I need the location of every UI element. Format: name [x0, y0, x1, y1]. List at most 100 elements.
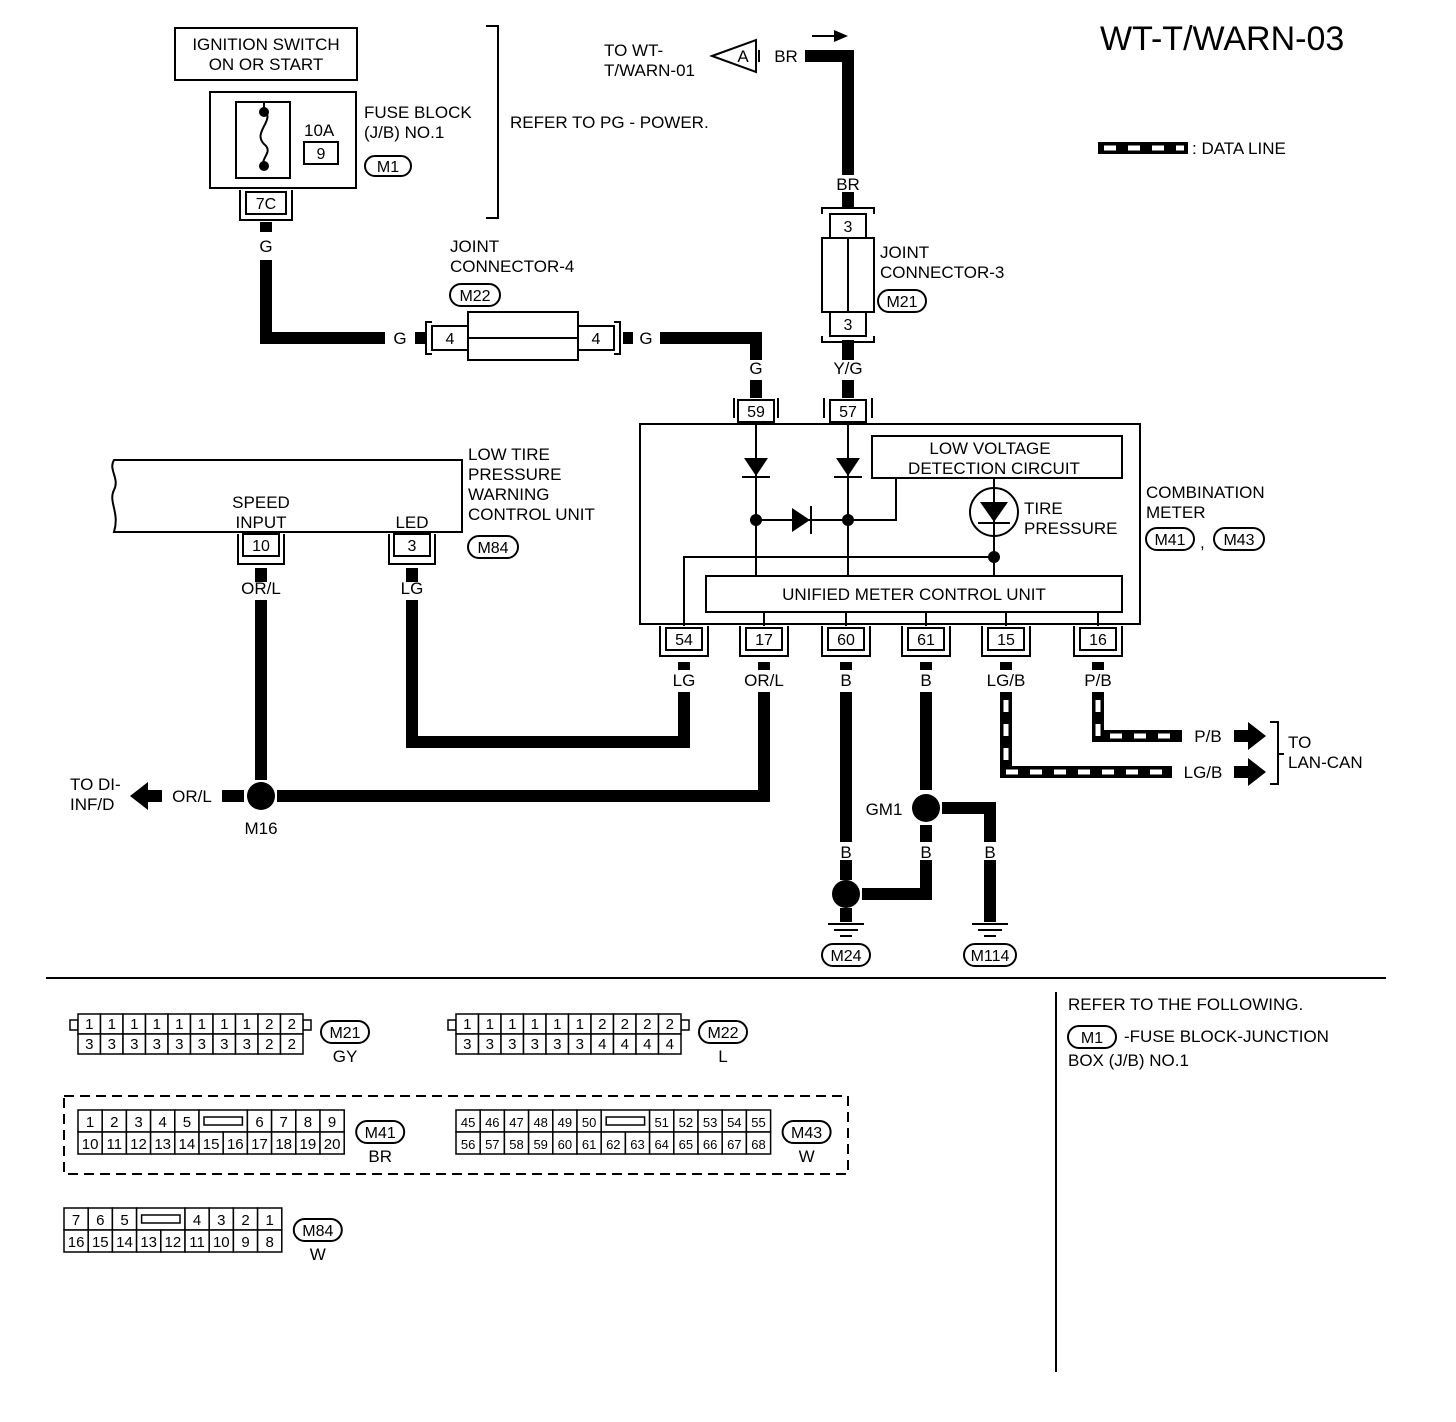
connector-pin-number: 3	[198, 1036, 206, 1053]
connector-pin-number: 1	[486, 1016, 494, 1033]
wire-lg-led: LG	[401, 579, 424, 598]
wire-g-59: G	[749, 359, 762, 378]
fuse-number: 9	[317, 146, 326, 163]
connector-pin-number: 1	[463, 1016, 471, 1033]
wire-b-60: B	[840, 671, 851, 690]
connector-pin-number: 68	[751, 1137, 765, 1152]
connector-pin-number: 1	[198, 1016, 206, 1033]
wire-pb-16: P/B	[1084, 671, 1111, 690]
connector-pin-number: 52	[679, 1115, 693, 1130]
connector-pin-number: 15	[203, 1136, 220, 1153]
connector-pin-number: 4	[159, 1114, 167, 1131]
connector-pin-number: 1	[175, 1016, 183, 1033]
connector-name-badge	[698, 1020, 748, 1044]
connector-pin-number: 17	[251, 1136, 268, 1153]
connector-pin-number: 8	[304, 1114, 312, 1131]
connector-pin-number: 4	[643, 1036, 651, 1053]
wire-g-fuse: G	[259, 237, 272, 256]
fuse-block-label1: FUSE BLOCK	[364, 103, 472, 122]
joint3-pin-top: 3	[844, 219, 853, 236]
connector-name-badge	[320, 1020, 370, 1044]
connector-pin-number: 2	[643, 1016, 651, 1033]
connector-pin-number: 11	[189, 1234, 205, 1251]
connector-cell	[256, 1229, 283, 1253]
connector-pin-number: 4	[621, 1036, 629, 1053]
to-warn01-line1: TO WT-	[604, 41, 663, 60]
connector-pin-number: 64	[654, 1137, 668, 1152]
connector-pin-number: 1	[266, 1212, 274, 1229]
connector-pin-number: 1	[576, 1016, 584, 1033]
connector-pin-number: 1	[508, 1016, 516, 1033]
connector-pin-number: 4	[193, 1212, 201, 1229]
meter-pin-17: 17	[755, 632, 773, 649]
wire-orl-di: OR/L	[172, 787, 212, 806]
connector-color: W	[799, 1147, 815, 1166]
connector-pin-number: 63	[630, 1137, 644, 1152]
connector-pin-number: 12	[165, 1234, 182, 1251]
wire-b-61: B	[920, 671, 931, 690]
connector-pin-number: 2	[288, 1036, 296, 1053]
joint3-conn: M21	[886, 294, 917, 311]
connector-pin-number: 3	[553, 1036, 561, 1053]
joint4-pin-right: 4	[592, 331, 601, 348]
meter-pin-16: 16	[1089, 632, 1107, 649]
wire-yg-57: Y/G	[833, 359, 862, 378]
connector-pin-number: 2	[241, 1212, 249, 1229]
connector-pin-number: 6	[255, 1114, 263, 1131]
joint3-line1: JOINT	[880, 243, 929, 262]
connector-pin-number: 65	[679, 1137, 693, 1152]
meter-pin-54: 54	[675, 632, 693, 649]
fuse-block-label2: (J/B) NO.1	[364, 123, 444, 142]
ltpw-line1: LOW TIRE	[468, 445, 550, 464]
meter-pin-15: 15	[997, 632, 1015, 649]
connector-pin-number: 5	[120, 1212, 128, 1229]
connector-pin-number: 60	[558, 1137, 572, 1152]
ltpw-line2: PRESSURE	[468, 465, 562, 484]
connector-pin-number: 1	[153, 1016, 161, 1033]
connector-pin-number: 53	[703, 1115, 717, 1130]
ground-network: GM1 B B B M24 M114	[821, 794, 1017, 967]
connector-pin-number: 12	[130, 1136, 147, 1153]
ignition-line1: IGNITION SWITCH	[192, 35, 339, 54]
meter-conn-m43: M43	[1223, 532, 1254, 549]
joint3-line2: CONNECTOR-3	[880, 263, 1004, 282]
connector-pin-number: 2	[265, 1016, 273, 1033]
joint4-line1: JOINT	[450, 237, 499, 256]
connector-pin-number: 14	[116, 1234, 133, 1251]
refer-following-line3: BOX (J/B) NO.1	[1068, 1051, 1189, 1070]
connector-pin-number: 2	[288, 1016, 296, 1033]
connector-pin-number: 10	[82, 1136, 99, 1153]
ltpw-speed2: INPUT	[236, 513, 287, 532]
connector-pin-number: 15	[92, 1234, 109, 1251]
ignition-line2: ON OR START	[209, 55, 324, 74]
connector-pin-number: 1	[86, 1114, 94, 1131]
wire-orl-speed: OR/L	[241, 579, 281, 598]
lvd-line2: DETECTION CIRCUIT	[908, 459, 1080, 478]
connector-pin-number: 45	[461, 1115, 475, 1130]
refer-following-line1: REFER TO THE FOLLOWING.	[1068, 995, 1303, 1014]
meter-conn-sep: ,	[1200, 533, 1205, 552]
connector-pin-number: 7	[280, 1114, 288, 1131]
connector-pin-number: 6	[96, 1212, 104, 1229]
low-tire-pressure-unit: LOW TIRE PRESSURE WARNING CONTROL UNIT M…	[111, 445, 595, 565]
wire-g-joint4-left: G	[393, 329, 406, 348]
connector-name: M21	[329, 1025, 360, 1042]
connector-pin-number: 3	[153, 1036, 161, 1053]
connector-name: M41	[365, 1125, 396, 1142]
meter-pin-59: 59	[747, 404, 765, 421]
wire-lgb-15: LG/B	[987, 671, 1026, 690]
connector-name: M43	[791, 1125, 822, 1142]
connector-cell	[745, 1131, 772, 1155]
connector-pin-number: 2	[265, 1036, 273, 1053]
connector-pin-number: 3	[130, 1036, 138, 1053]
connector-pin-number: 50	[582, 1115, 596, 1130]
connector-cell	[279, 1033, 304, 1055]
wire-br-top: BR	[774, 47, 798, 66]
connector-pin-number: 4	[598, 1036, 606, 1053]
refer-following: REFER TO THE FOLLOWING. M1 -FUSE BLOCK-J…	[1067, 995, 1329, 1070]
refer-pg-bracket: REFER TO PG - POWER.	[486, 25, 709, 219]
data-line-legend-label: : DATA LINE	[1192, 139, 1286, 158]
connector-cell	[319, 1131, 345, 1155]
